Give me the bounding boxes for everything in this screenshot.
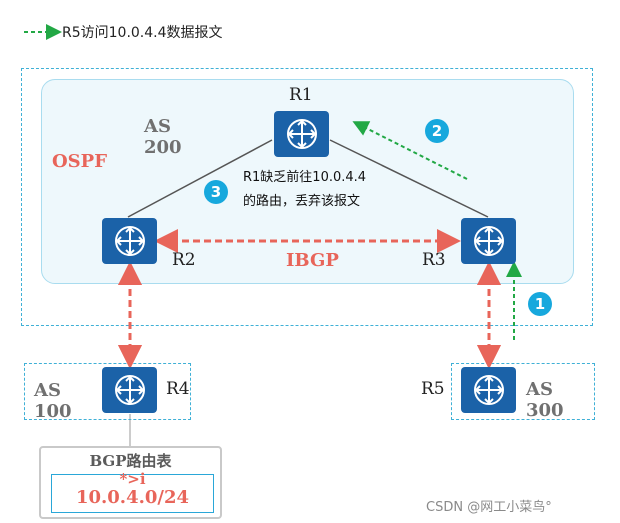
as100-number: 100 xyxy=(34,401,72,422)
r3-label: R3 xyxy=(422,250,446,270)
as200-number: 200 xyxy=(144,137,182,158)
bgp-table-entry xyxy=(51,474,214,513)
r5-label: R5 xyxy=(421,379,445,399)
as300-number: 300 xyxy=(526,400,564,421)
as300-region xyxy=(451,363,595,420)
as300-label: AS xyxy=(526,379,553,400)
as200-region xyxy=(21,68,593,326)
legend-label: R5访问10.0.4.4数据报文 xyxy=(62,25,223,41)
ospf-label: OSPF xyxy=(52,151,107,172)
router-r1-icon[interactable] xyxy=(274,111,329,157)
bgp-entry-prefix: 10.0.4.0/24 xyxy=(75,487,190,508)
as200-label: AS xyxy=(144,116,171,137)
router-r4-icon[interactable] xyxy=(102,367,157,413)
drop-note: R1缺乏前往10.0.4.4 的路由，丢弃该报文 xyxy=(243,166,366,214)
step-1-badge: 1 xyxy=(528,292,552,316)
router-r5-icon[interactable] xyxy=(461,367,516,413)
step-2-badge: 2 xyxy=(425,119,449,143)
as100-label: AS xyxy=(34,380,61,401)
watermark: CSDN @网工小菜鸟° xyxy=(426,500,552,515)
r4-label: R4 xyxy=(166,379,190,399)
drop-note-line2: 的路由，丢弃该报文 xyxy=(243,194,361,209)
bgp-entry-flag: *>i xyxy=(119,470,146,488)
step-3-badge: 3 xyxy=(204,180,228,204)
r2-label: R2 xyxy=(172,250,196,270)
drop-note-line1: R1缺乏前往10.0.4.4 xyxy=(243,170,367,185)
r1-label: R1 xyxy=(289,85,313,105)
bgp-table-title: BGP路由表 xyxy=(89,452,172,470)
ibgp-label: IBGP xyxy=(286,250,339,271)
as100-region xyxy=(24,363,191,420)
router-r3-icon[interactable] xyxy=(461,218,516,264)
router-r2-icon[interactable] xyxy=(102,218,157,264)
